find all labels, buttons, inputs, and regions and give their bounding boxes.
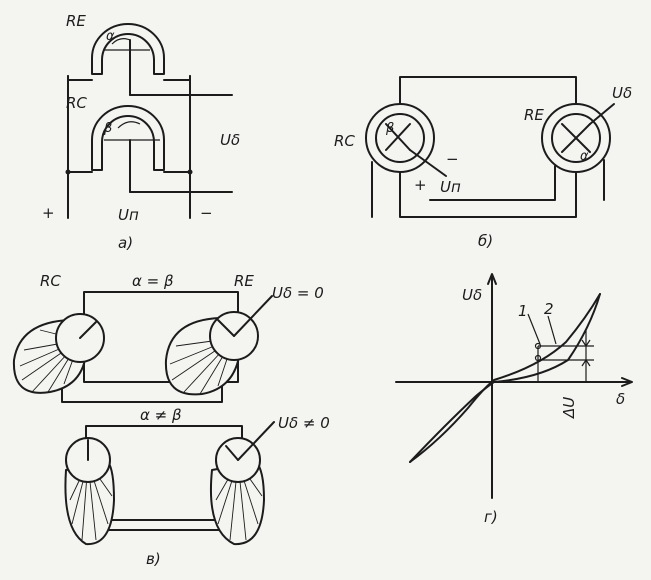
delta-u-head-bottom xyxy=(581,358,591,367)
panel-a: RE α RC β Uδ + − Uп а) xyxy=(42,12,240,252)
y-axis-arrow xyxy=(487,273,497,285)
minus-label: − xyxy=(200,204,213,222)
re-circle-inner xyxy=(551,113,601,163)
rc-stator-arc-inner xyxy=(101,115,155,143)
re-label: RE xyxy=(66,12,86,30)
u-p-label: Uп xyxy=(118,206,139,224)
re-lower-arrow-b xyxy=(237,421,275,461)
re-upper-arrow-b xyxy=(233,295,273,337)
equal-condition: α = β xyxy=(132,272,174,290)
panel-v: RC RE α = β Uδ = 0 α ≠ β Uδ ≠ 0 в) xyxy=(12,272,330,568)
rc-label: RC xyxy=(66,94,87,112)
rc-left-leg xyxy=(91,139,103,171)
re-lower-lobe xyxy=(209,461,265,546)
plus-label: + xyxy=(42,204,55,222)
y-axis-label: Uδ xyxy=(462,286,482,304)
rc-upper-arrow xyxy=(79,321,97,339)
u-nonzero-label: Uδ ≠ 0 xyxy=(278,414,330,432)
delta-u-head-top xyxy=(581,339,591,348)
re-alpha-arc xyxy=(111,38,131,45)
noteq-condition: α ≠ β xyxy=(140,406,182,424)
curve-1 xyxy=(409,293,601,463)
beta-label: β xyxy=(385,121,394,136)
u-p-label: Uп xyxy=(440,178,461,196)
leader-1 xyxy=(527,313,541,345)
x-axis-arrow xyxy=(621,377,633,387)
minus-label: − xyxy=(446,150,459,168)
re-upper-arrow-a xyxy=(217,319,235,337)
re-label: RE xyxy=(524,106,544,124)
panel-b: RC RE β α Uδ Uп + − б) xyxy=(334,76,632,250)
re-stator-arc xyxy=(91,23,165,59)
rc-beta-arc xyxy=(117,121,141,129)
rc-lower-lobe xyxy=(64,461,115,546)
u-delta-label: Uδ xyxy=(612,84,632,102)
u-delta-label: Uδ xyxy=(220,131,240,149)
wire-bottom-inner xyxy=(429,165,556,201)
re-cross xyxy=(561,123,591,153)
rc-circle-inner xyxy=(375,113,425,163)
curve-1-label: 1 xyxy=(518,302,528,320)
re-lower-arrow-a xyxy=(225,445,239,461)
rc-stator-arc xyxy=(91,105,165,141)
curve-2 xyxy=(409,293,601,463)
re-right-leg xyxy=(153,57,165,75)
lower-bottom-wire xyxy=(105,479,223,531)
leader-2 xyxy=(547,315,557,345)
panel-g: Uδ δ 1 2 ΔU г) xyxy=(395,273,633,526)
beta-label: β xyxy=(103,121,112,136)
rc-right-leg xyxy=(153,139,165,171)
alpha-label: α xyxy=(106,29,115,44)
re-lead xyxy=(589,103,615,125)
caption-g: г) xyxy=(484,508,498,526)
rc-cross xyxy=(385,123,411,151)
caption-a: а) xyxy=(118,234,133,252)
re-left-leg xyxy=(91,57,103,75)
caption-b: б) xyxy=(478,232,493,250)
junction-dot-left xyxy=(65,169,71,175)
u-zero-label: Uδ = 0 xyxy=(272,284,324,302)
x-axis-label: δ xyxy=(616,390,625,408)
junction-dot-right xyxy=(187,169,193,175)
delta-u-label: ΔU xyxy=(560,397,578,419)
rc-label: RC xyxy=(40,272,61,290)
caption-v: в) xyxy=(146,550,161,568)
re-label: RE xyxy=(234,272,254,290)
alpha-label: α xyxy=(580,149,589,164)
rc-label: RC xyxy=(334,132,355,150)
plus-label: + xyxy=(414,176,427,194)
rc-lead xyxy=(409,149,447,177)
curve-2-label: 2 xyxy=(544,300,554,318)
